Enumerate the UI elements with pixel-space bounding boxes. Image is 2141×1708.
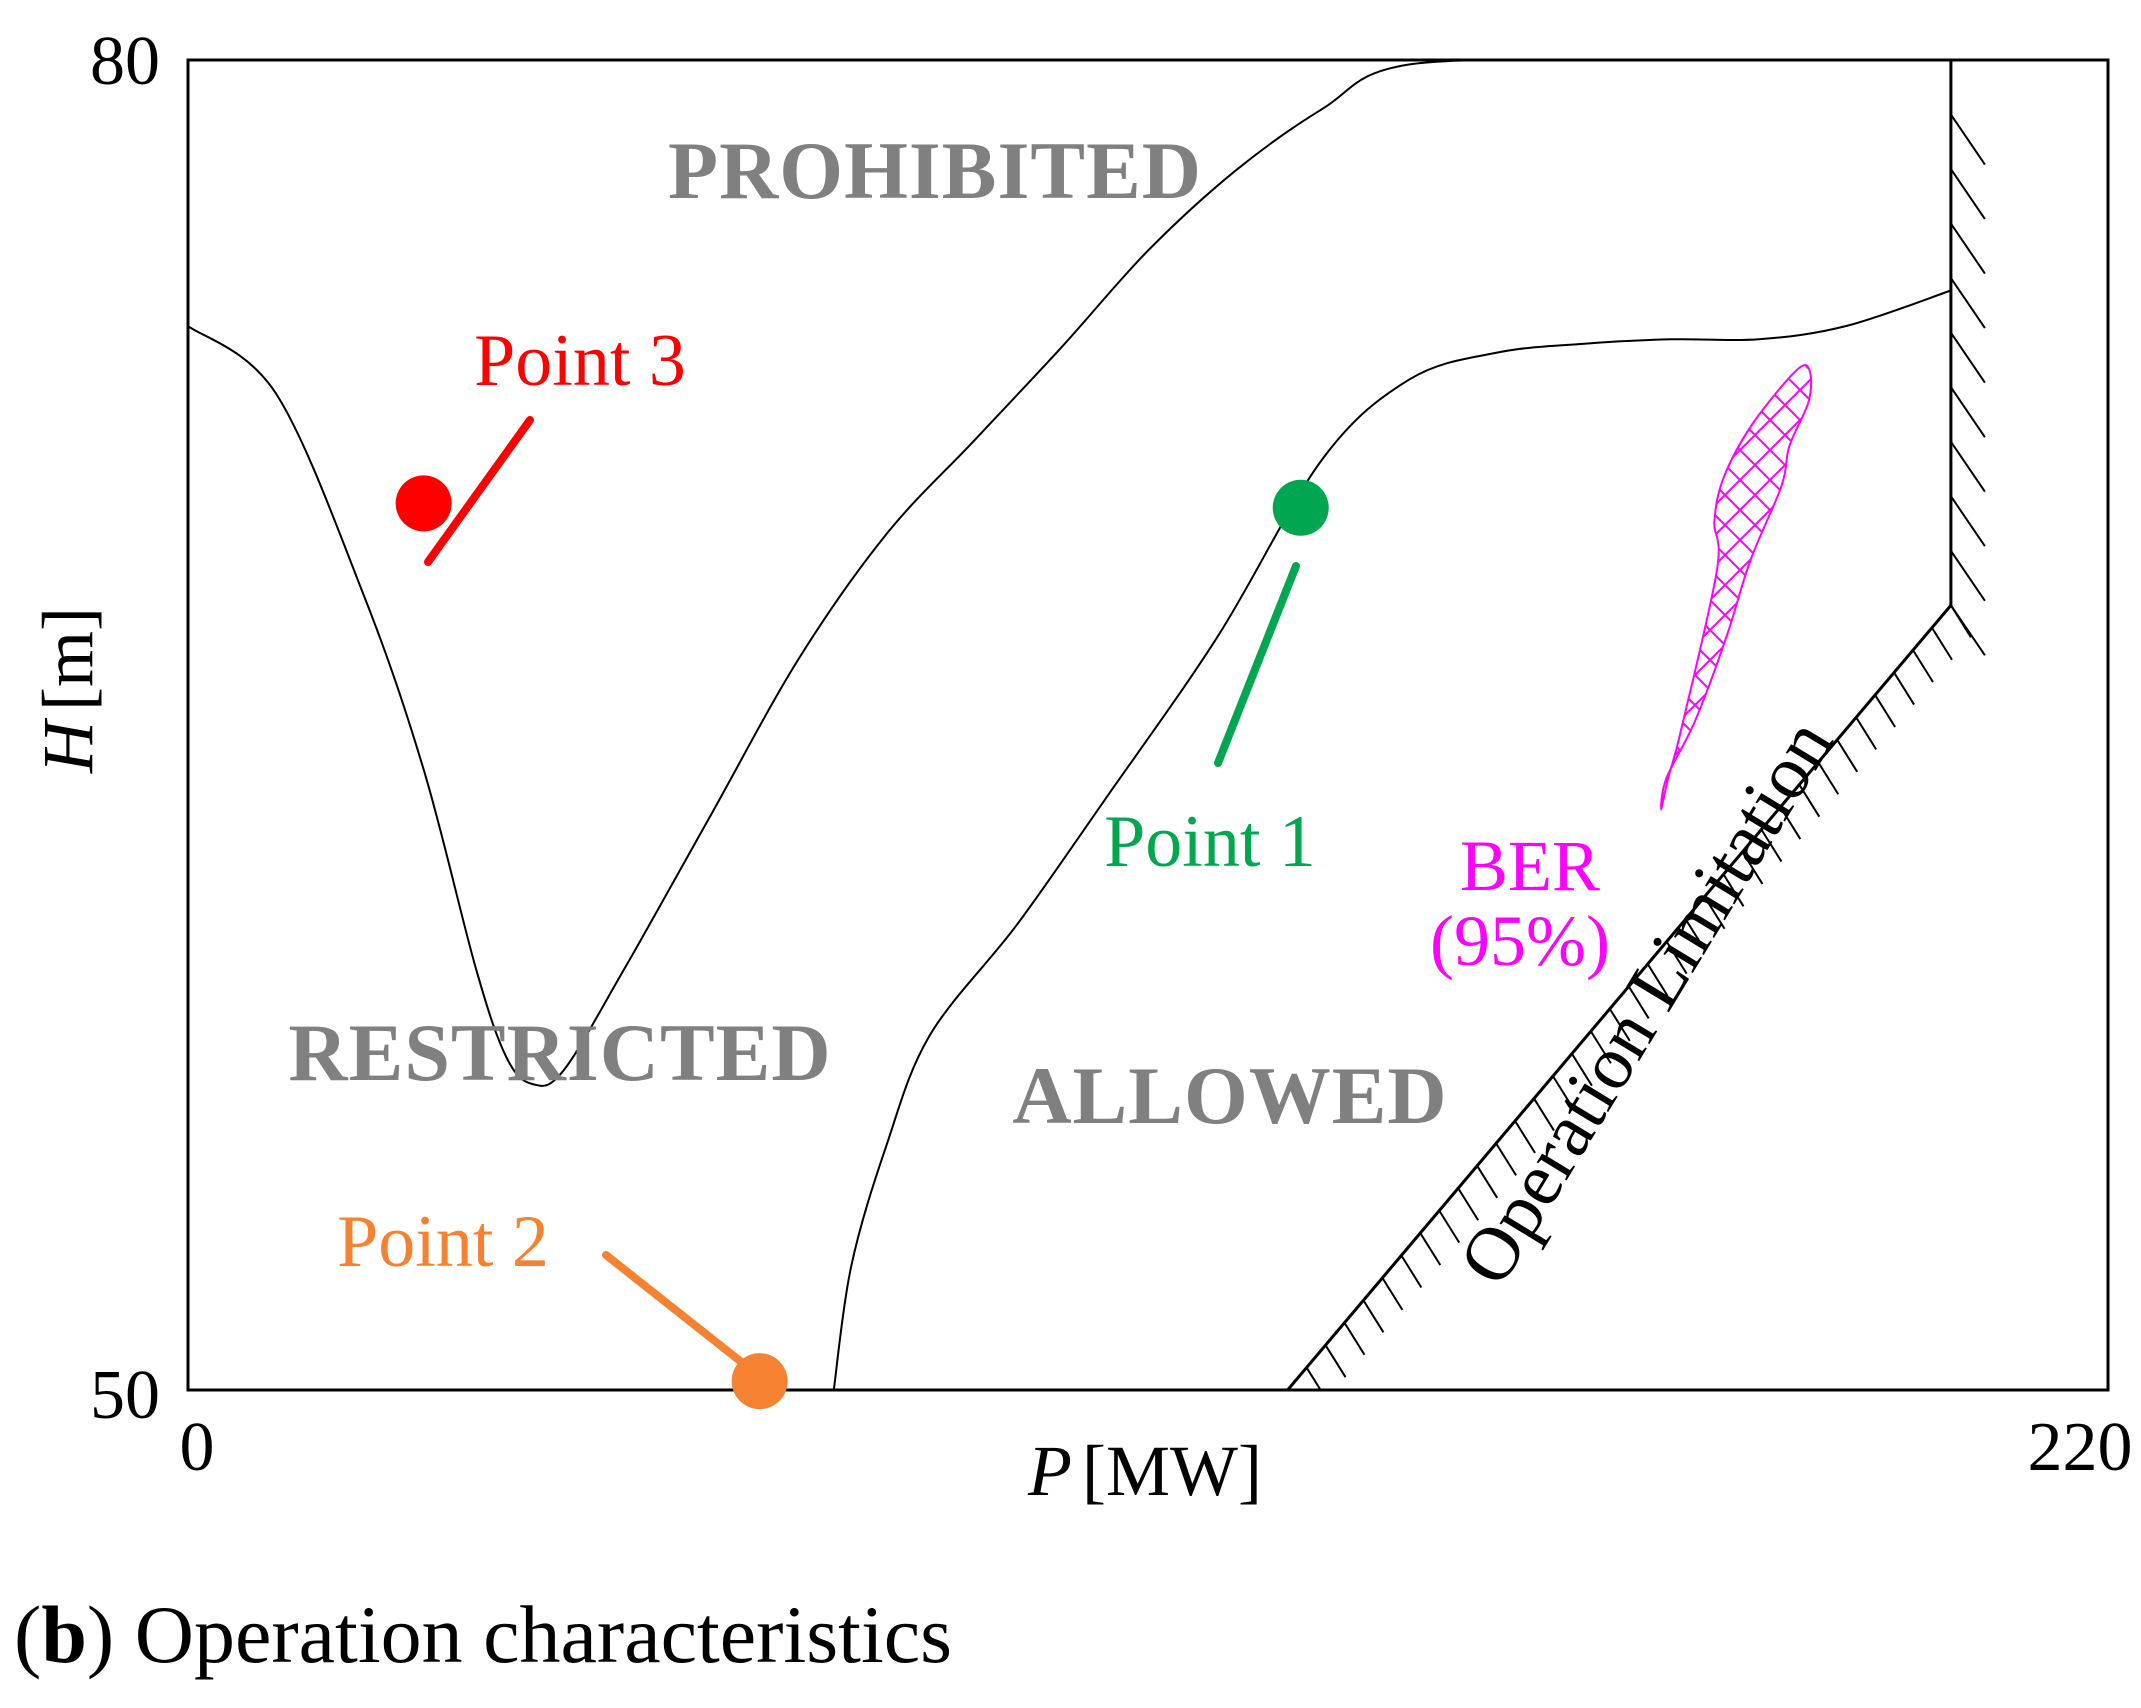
hatch-mark (1646, 963, 1669, 997)
hatch-mark (1457, 1187, 1480, 1221)
y-tick-50: 50 (90, 1357, 160, 1434)
hatch-mark (1362, 1299, 1385, 1333)
hatch-mark (1381, 1277, 1404, 1311)
x-axis-symbol: P (1027, 1431, 1072, 1511)
point-1-label: Point 1 (1104, 801, 1316, 883)
y-axis-symbol: H (28, 717, 108, 774)
point-3-label: Point 3 (474, 320, 686, 402)
hatch-mark (1950, 168, 1986, 220)
hatch-mark (1722, 873, 1745, 907)
x-tick-220: 220 (2028, 1409, 2133, 1486)
hatch-mark (1950, 550, 1986, 602)
y-axis-unit: [m] (28, 607, 108, 711)
hatch-mark (1893, 672, 1915, 706)
point-2-leader (602, 1251, 758, 1376)
operation-limitation-label: Operation Limitation (1443, 705, 1849, 1299)
hatch-mark (1533, 1098, 1555, 1132)
region-label-prohibited: PROHIBITED (668, 125, 1202, 216)
hatch-mark (1495, 1142, 1517, 1176)
hatch-mark (1305, 1367, 1322, 1390)
hatch-mark (1950, 113, 1986, 166)
hatch-mark (1400, 1254, 1423, 1289)
hatch-mark (1950, 277, 1986, 329)
hatch-mark (1438, 1210, 1461, 1244)
hatch-mark (1665, 941, 1688, 975)
hatch-mark (1950, 495, 1986, 547)
region-label-allowed: ALLOWED (1012, 1050, 1447, 1141)
hatch-mark (1855, 716, 1878, 750)
hatch-mark (1343, 1322, 1366, 1356)
hatch-mark (1912, 649, 1934, 683)
hatch-mark (1779, 806, 1802, 840)
boundary-prohibited-restricted (188, 60, 1655, 1087)
y-axis-label: H [m] (28, 607, 108, 774)
hatch-mark (1514, 1120, 1536, 1154)
hatch-mark (1684, 918, 1707, 952)
x-axis-unit: [MW] (1082, 1431, 1262, 1511)
hatch-mark (1817, 761, 1840, 795)
hatch-mark (1950, 332, 1986, 384)
hatch-mark (1703, 896, 1726, 930)
hatch-mark (1571, 1053, 1593, 1087)
ber-percent-label: (95%) (1430, 901, 1610, 981)
hatch-mark (1760, 828, 1783, 863)
caption-letter: b (41, 1589, 87, 1680)
point-3-leader (424, 416, 534, 566)
hatch-mark (1950, 386, 1986, 438)
plot-frame (186, 58, 2110, 1392)
plot-layer (188, 60, 1986, 1390)
operation-limitation-hatch (1305, 113, 1986, 1390)
x-axis-label: P[MW] (1027, 1431, 1262, 1511)
point-2-label: Point 2 (337, 1201, 549, 1283)
point-3-marker (395, 475, 452, 532)
ber-label: BER (1460, 826, 1600, 906)
hatch-mark (1476, 1165, 1498, 1199)
hatch-mark (1324, 1344, 1347, 1378)
hatch-mark (1836, 739, 1859, 773)
caption-close-paren: ) (87, 1589, 135, 1680)
point-1-marker (1272, 479, 1329, 536)
hatch-mark (1589, 1030, 1612, 1064)
point-2-marker (731, 1353, 788, 1410)
y-tick-80: 80 (90, 23, 160, 100)
operation-limitation-line (1286, 60, 1953, 1390)
hatch-mark (1950, 223, 1986, 275)
ber-region (1660, 364, 1813, 811)
hatch-mark (1741, 851, 1764, 885)
hatch-mark (1608, 1008, 1631, 1042)
hatch-mark (1874, 694, 1896, 728)
hatch-mark (1950, 441, 1986, 493)
marks-layer (395, 416, 1329, 1410)
hatch-mark (1419, 1232, 1442, 1266)
hatch-mark (1931, 627, 1953, 661)
hatch-mark (1798, 784, 1821, 818)
point-1-leader (1214, 562, 1300, 767)
caption-open-paren: ( (14, 1589, 41, 1680)
x-tick-0: 0 (180, 1409, 215, 1486)
region-label-restricted: RESTRICTED (288, 1007, 831, 1098)
chart-caption: (b) Operation characteristics (14, 1589, 952, 1680)
hatch-mark (1627, 985, 1650, 1019)
boundary-restricted-allowed (832, 289, 1952, 1390)
hatch-mark (1950, 604, 1986, 656)
caption-text: Operation characteristics (135, 1589, 952, 1680)
hatch-mark (1552, 1075, 1574, 1109)
